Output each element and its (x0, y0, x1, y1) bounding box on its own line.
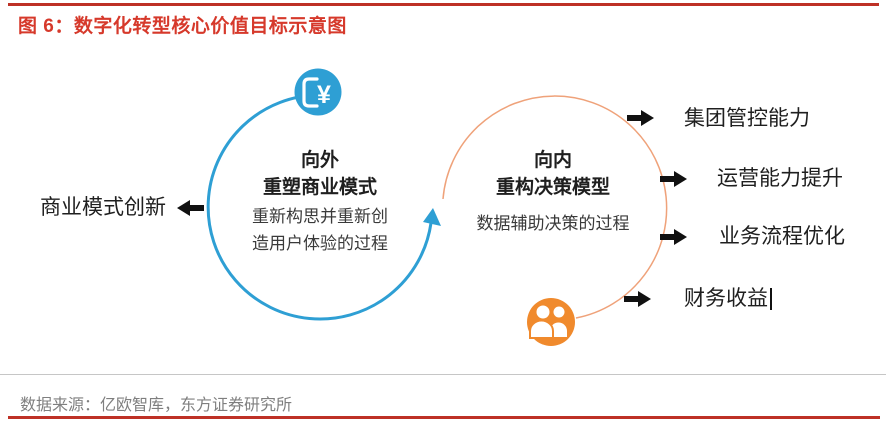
outcome-label-operation: 运营能力提升 (717, 167, 843, 190)
outer-cycle-arc (206, 93, 441, 321)
top-rule (8, 3, 879, 6)
outer-cycle-heading-line2: 重塑商业模式 (262, 177, 377, 198)
yuan-symbol: ¥ (317, 81, 331, 109)
inner-cycle-heading-line1: 向内 (533, 150, 572, 171)
outcome-label-business-model: 商业模式创新 (40, 196, 166, 219)
arrow-right-icon (660, 229, 687, 245)
inner-cycle-arc (442, 95, 668, 319)
arrow-right-icon (624, 291, 651, 307)
outcome-label-group-control: 集团管控能力 (684, 107, 810, 130)
text-cursor (770, 288, 772, 310)
arrow-left-icon (177, 200, 204, 216)
outer-cycle-heading: 向外 重塑商业模式 (210, 147, 430, 201)
outer-cycle-desc: 重新构思并重新创 造用户体验的过程 (210, 203, 430, 257)
inner-cycle-heading: 向内 重构决策模型 (443, 147, 663, 201)
outer-cycle-desc-line2: 造用户体验的过程 (252, 234, 388, 253)
arrow-right-icon (627, 110, 654, 126)
bottom-rule (8, 416, 880, 419)
outer-cycle-heading-line1: 向外 (300, 150, 339, 171)
outcome-label-process: 业务流程优化 (719, 225, 845, 248)
arrow-right-icon (660, 171, 687, 187)
figure-title: 图 6：数字化转型核心价值目标示意图 (18, 16, 347, 37)
source-note: 数据来源：亿欧智库，东方证券研究所 (20, 397, 293, 414)
outer-cycle-desc-line1: 重新构思并重新创 (252, 207, 388, 226)
users-icon (527, 298, 575, 346)
inner-cycle-desc: 数据辅助决策的过程 (476, 214, 630, 233)
mobile-payment-icon: ¥ (294, 68, 342, 116)
footer-divider (0, 374, 886, 375)
outcome-label-finance: 财务收益 (684, 287, 768, 310)
cycle-arrowhead-icon (423, 208, 441, 226)
inner-cycle-heading-line2: 重构决策模型 (495, 177, 610, 198)
